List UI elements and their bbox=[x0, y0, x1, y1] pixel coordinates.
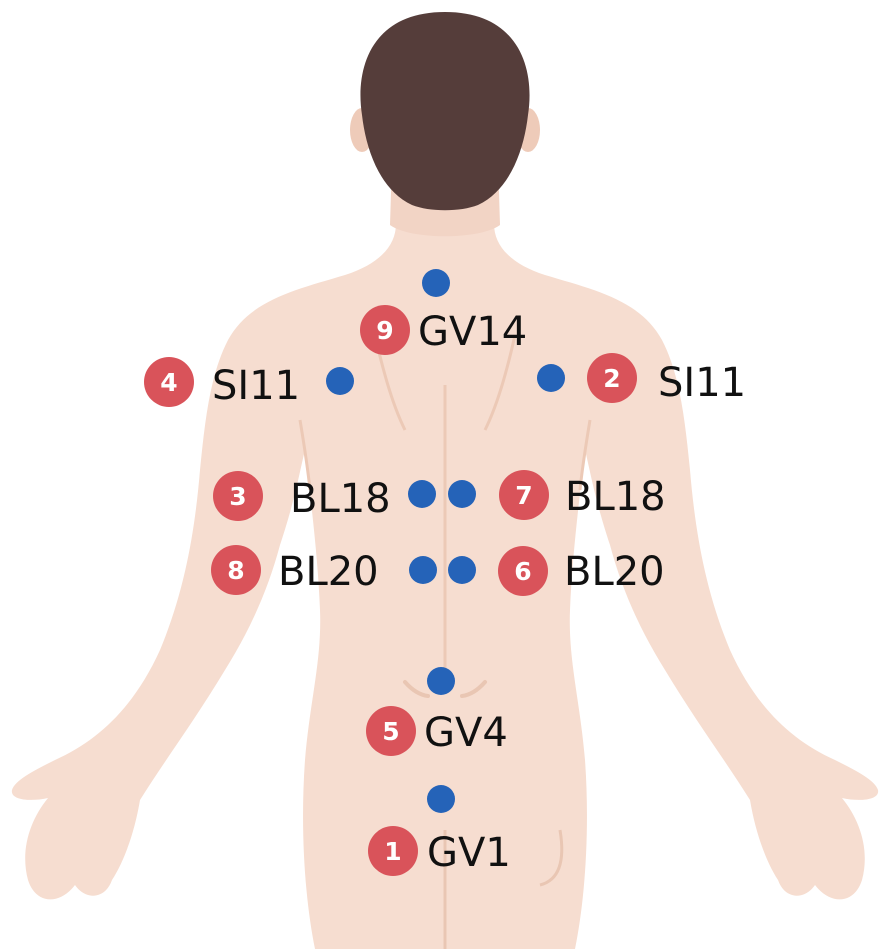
acupoint-dot-icon bbox=[448, 556, 476, 584]
acupoint-label-5: 5 GV4 bbox=[366, 706, 508, 756]
number-badge bbox=[360, 305, 410, 355]
acupoint-dot-icon bbox=[408, 480, 436, 508]
acupoint-label-1: 1 GV1 bbox=[368, 826, 511, 876]
number-badge-text: 8 bbox=[227, 556, 244, 585]
right-shoulder-blade bbox=[483, 334, 517, 431]
acupoint-label-9: 9 GV14 bbox=[360, 305, 527, 355]
number-badge bbox=[211, 545, 261, 595]
number-badge bbox=[368, 826, 418, 876]
number-badge-text: 2 bbox=[603, 364, 620, 393]
acupoint-label-6: 6 BL20 bbox=[498, 546, 665, 596]
number-badge bbox=[213, 471, 263, 521]
right-arm-crease bbox=[578, 419, 592, 491]
acupoint-dot-icon bbox=[427, 785, 455, 813]
acupoint-code: BL18 bbox=[565, 474, 666, 520]
acupoint-label-4: 4 SI11 bbox=[144, 357, 300, 409]
number-badge bbox=[499, 470, 549, 520]
human-back-figure bbox=[11, 12, 879, 949]
acupoint-code: GV14 bbox=[418, 309, 527, 355]
acupoint-label-3: 3 BL18 bbox=[213, 471, 391, 522]
left-arm-crease bbox=[298, 419, 312, 491]
number-badge-text: 4 bbox=[160, 368, 177, 397]
number-badge bbox=[587, 353, 637, 403]
acupoint-dot-icon bbox=[422, 269, 450, 297]
number-badge-text: 1 bbox=[384, 837, 401, 866]
acupoint-code: SI11 bbox=[658, 360, 746, 406]
acupoint-label-2: 2 SI11 bbox=[587, 353, 746, 406]
acupoint-code: BL20 bbox=[564, 549, 665, 595]
number-badge bbox=[366, 706, 416, 756]
acupoint-dot-icon bbox=[326, 367, 354, 395]
number-badge-text: 9 bbox=[376, 316, 393, 345]
acupoint-code: GV1 bbox=[427, 830, 511, 876]
acupoint-label-8: 8 BL20 bbox=[211, 545, 379, 595]
number-badge-text: 3 bbox=[229, 482, 246, 511]
lower-back-dimple-right bbox=[460, 680, 487, 698]
acupoint-code: BL20 bbox=[278, 549, 379, 595]
acupoint-dot-icon bbox=[537, 364, 565, 392]
acupoint-code: SI11 bbox=[212, 363, 300, 409]
buttock-curve-right bbox=[539, 829, 564, 887]
acupoint-dots bbox=[326, 269, 565, 813]
number-badge-text: 6 bbox=[514, 557, 531, 586]
hair bbox=[360, 12, 530, 211]
number-badge-text: 7 bbox=[515, 481, 532, 510]
acupoint-dot-icon bbox=[427, 667, 455, 695]
acupoint-label-7: 7 BL18 bbox=[499, 470, 666, 520]
number-badge bbox=[498, 546, 548, 596]
acupoint-code: GV4 bbox=[424, 710, 508, 756]
acupoint-dot-icon bbox=[409, 556, 437, 584]
number-badge bbox=[144, 357, 194, 407]
lower-back-dimple-left bbox=[403, 680, 430, 698]
acupoint-code: BL18 bbox=[290, 476, 391, 522]
acupoint-dot-icon bbox=[448, 480, 476, 508]
number-badge-text: 5 bbox=[382, 717, 399, 746]
